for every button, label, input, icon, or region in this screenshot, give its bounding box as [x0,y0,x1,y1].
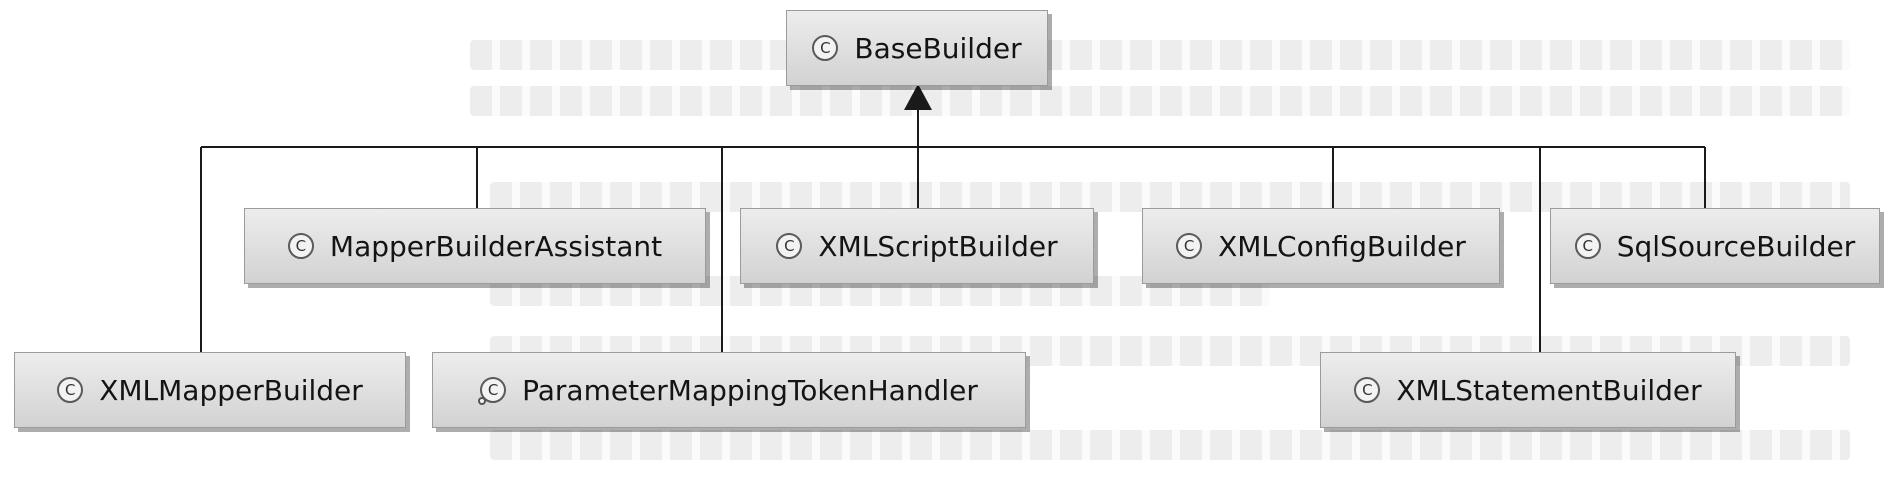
class-icon: C [812,35,839,61]
class-icon: C [287,233,314,259]
class-icon: C [57,377,84,403]
class-xml-script-builder[interactable]: C XMLScriptBuilder [740,208,1094,284]
background-text-line [490,182,1850,212]
class-name: SqlSourceBuilder [1616,229,1856,263]
class-name: XMLConfigBuilder [1218,229,1466,263]
class-sql-source-builder[interactable]: C SqlSourceBuilder [1550,208,1880,284]
class-xml-mapper-builder[interactable]: C XMLMapperBuilder [14,352,406,428]
class-base-builder[interactable]: C BaseBuilder [786,10,1048,86]
background-text-line [490,430,1850,460]
class-name: ParameterMappingTokenHandler [522,373,978,407]
inner-class-icon: C [478,377,507,405]
class-name: XMLStatementBuilder [1396,373,1702,407]
class-icon: C [1354,377,1381,403]
class-name: BaseBuilder [854,31,1022,65]
class-icon: C [1574,233,1601,259]
class-xml-statement-builder[interactable]: C XMLStatementBuilder [1320,352,1736,428]
class-name: XMLScriptBuilder [818,229,1058,263]
class-mapper-builder-assistant[interactable]: C MapperBuilderAssistant [244,208,706,284]
class-icon: C [1176,233,1203,259]
class-name: MapperBuilderAssistant [329,229,663,263]
class-xml-config-builder[interactable]: C XMLConfigBuilder [1142,208,1500,284]
background-text-line [470,40,1850,70]
class-name: XMLMapperBuilder [99,373,363,407]
background-text-line [470,86,1850,116]
class-parameter-mapping-token-handler[interactable]: C ParameterMappingTokenHandler [432,352,1026,428]
generalization-arrowhead [904,84,932,110]
class-icon: C [776,233,803,259]
